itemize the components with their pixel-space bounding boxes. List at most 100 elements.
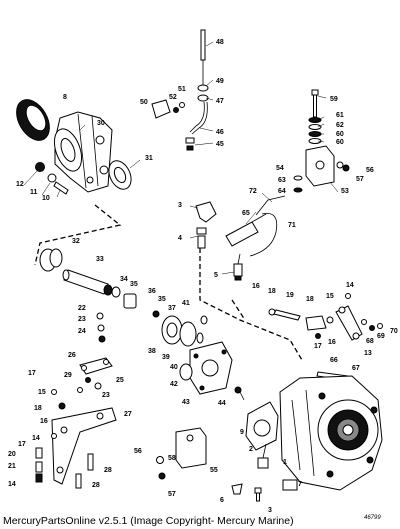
label-69: 69	[377, 333, 385, 340]
label-54: 54	[276, 165, 284, 172]
label-34: 34	[120, 276, 128, 283]
label-16-left: 16	[40, 418, 48, 425]
label-6: 6	[220, 497, 224, 504]
label-3-lower: 3	[268, 507, 272, 514]
drawing-reference-number: 46799	[364, 515, 381, 521]
label-29: 29	[64, 372, 72, 379]
label-71: 71	[288, 222, 296, 229]
label-14-right: 14	[346, 282, 354, 289]
label-18-right: 18	[306, 296, 314, 303]
label-8: 8	[63, 94, 67, 101]
bolt-14	[345, 293, 351, 299]
gasket-9	[245, 401, 279, 451]
label-72: 72	[249, 188, 257, 195]
label-55: 55	[210, 467, 218, 474]
fasteners-22-23-24	[96, 312, 106, 343]
label-37: 37	[168, 305, 176, 312]
shift-rod-46	[189, 101, 208, 135]
bolt-59	[311, 89, 319, 118]
wire-71-72	[249, 195, 286, 257]
label-52: 52	[169, 94, 177, 101]
label-18-left: 18	[34, 405, 42, 412]
label-27: 27	[124, 411, 132, 418]
label-9: 9	[240, 429, 244, 436]
label-60b: 60	[336, 139, 344, 146]
bracket-50	[151, 99, 185, 119]
label-32: 32	[72, 238, 80, 245]
label-3: 3	[178, 202, 182, 209]
label-35a: 35	[130, 281, 138, 288]
neutral-switch-65	[225, 213, 267, 247]
label-14-left: 14	[32, 435, 40, 442]
nut-56-57	[336, 161, 350, 172]
label-13: 13	[364, 350, 372, 357]
studs-28	[75, 453, 94, 489]
bearing-housing-30	[53, 111, 113, 193]
label-43: 43	[182, 399, 190, 406]
clevis-15-16-17	[305, 315, 334, 339]
label-53: 53	[341, 188, 349, 195]
nut-57-58	[156, 456, 166, 480]
label-62: 62	[336, 122, 344, 129]
label-16-mid: 16	[252, 283, 260, 290]
copyright-caption: MercuryPartsOnline v2.5.1 (Image Copyrig…	[3, 515, 294, 527]
label-11: 11	[30, 189, 38, 196]
label-59: 59	[330, 96, 338, 103]
fasteners-15-16-18-29	[51, 377, 102, 410]
gasket-42	[179, 363, 193, 381]
shift-lever-13	[335, 305, 363, 341]
washer-37	[152, 310, 160, 318]
label-15-left: 15	[38, 389, 46, 396]
label-44: 44	[218, 400, 226, 407]
sensor-2-7	[257, 443, 298, 491]
bushing-45	[185, 137, 195, 151]
label-38: 38	[148, 348, 156, 355]
clip-6	[231, 483, 243, 495]
mount-block-55	[175, 427, 207, 469]
leader-lines	[23, 41, 339, 275]
label-28a: 28	[104, 467, 112, 474]
label-16-right: 16	[328, 339, 336, 346]
label-36: 36	[148, 288, 156, 295]
sensor-5	[233, 253, 243, 281]
o-rings-49-47	[197, 84, 209, 102]
spacer-33	[62, 269, 109, 295]
gasket-31	[108, 160, 132, 190]
adapter-4	[196, 227, 207, 249]
label-7: 7	[298, 481, 302, 488]
label-46: 46	[216, 129, 224, 136]
bearing-36	[123, 293, 137, 309]
label-17-lower: 17	[18, 441, 26, 448]
label-63: 63	[278, 177, 286, 184]
label-61: 61	[336, 112, 344, 119]
seal-ring-8	[16, 99, 50, 141]
label-56-lower: 56	[134, 448, 142, 455]
bearing-32	[39, 248, 63, 272]
screw-44	[234, 386, 245, 401]
label-25: 25	[116, 377, 124, 384]
bearing-38-39	[161, 315, 197, 347]
label-12: 12	[16, 181, 24, 188]
label-17-right: 17	[314, 343, 322, 350]
label-2: 2	[249, 446, 253, 453]
transmission-case-1	[279, 375, 383, 491]
arm-26	[79, 357, 113, 375]
label-57-top: 57	[356, 176, 364, 183]
support-bracket-27	[51, 407, 117, 485]
washers-68-69-70	[361, 319, 383, 331]
label-49: 49	[216, 78, 224, 85]
cover-plate-43	[189, 341, 233, 395]
label-45: 45	[216, 141, 224, 148]
label-1: 1	[283, 459, 287, 466]
o-rings-40-41	[196, 315, 208, 344]
label-42: 42	[170, 381, 178, 388]
label-10: 10	[42, 195, 50, 202]
label-39: 39	[162, 354, 170, 361]
label-15-right: 15	[326, 293, 334, 300]
label-21: 21	[8, 463, 16, 470]
label-31: 31	[145, 155, 153, 162]
label-70: 70	[390, 328, 398, 335]
washers-63-64	[293, 175, 303, 193]
label-30: 30	[97, 120, 105, 127]
